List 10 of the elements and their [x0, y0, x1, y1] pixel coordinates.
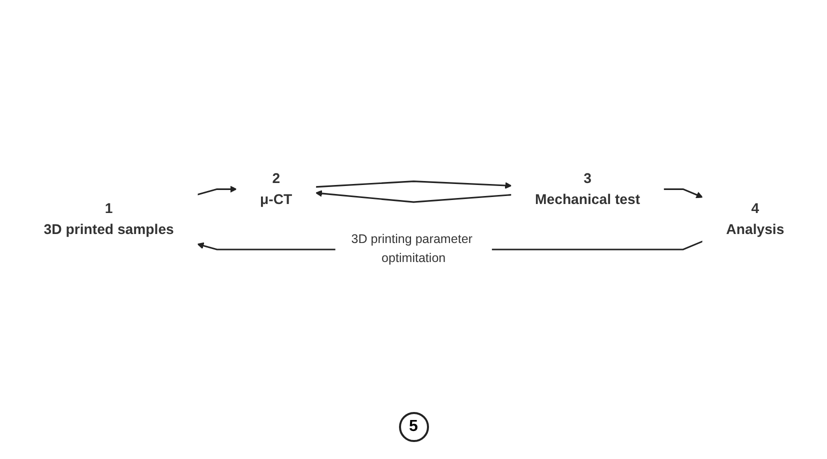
edge-label: 3D printing parameter optimitation — [350, 233, 472, 266]
arrow — [314, 190, 512, 204]
node-text: 1 3D printed samples — [43, 200, 174, 238]
node-text: 2 μ-CT — [260, 170, 292, 208]
node-text: 3 Mechanical test — [534, 170, 640, 208]
arrow — [196, 186, 236, 196]
arrow — [663, 188, 702, 198]
arrow — [315, 180, 512, 190]
node-text: 4 Analysis — [726, 200, 784, 238]
callout-number: 5 — [398, 412, 428, 442]
